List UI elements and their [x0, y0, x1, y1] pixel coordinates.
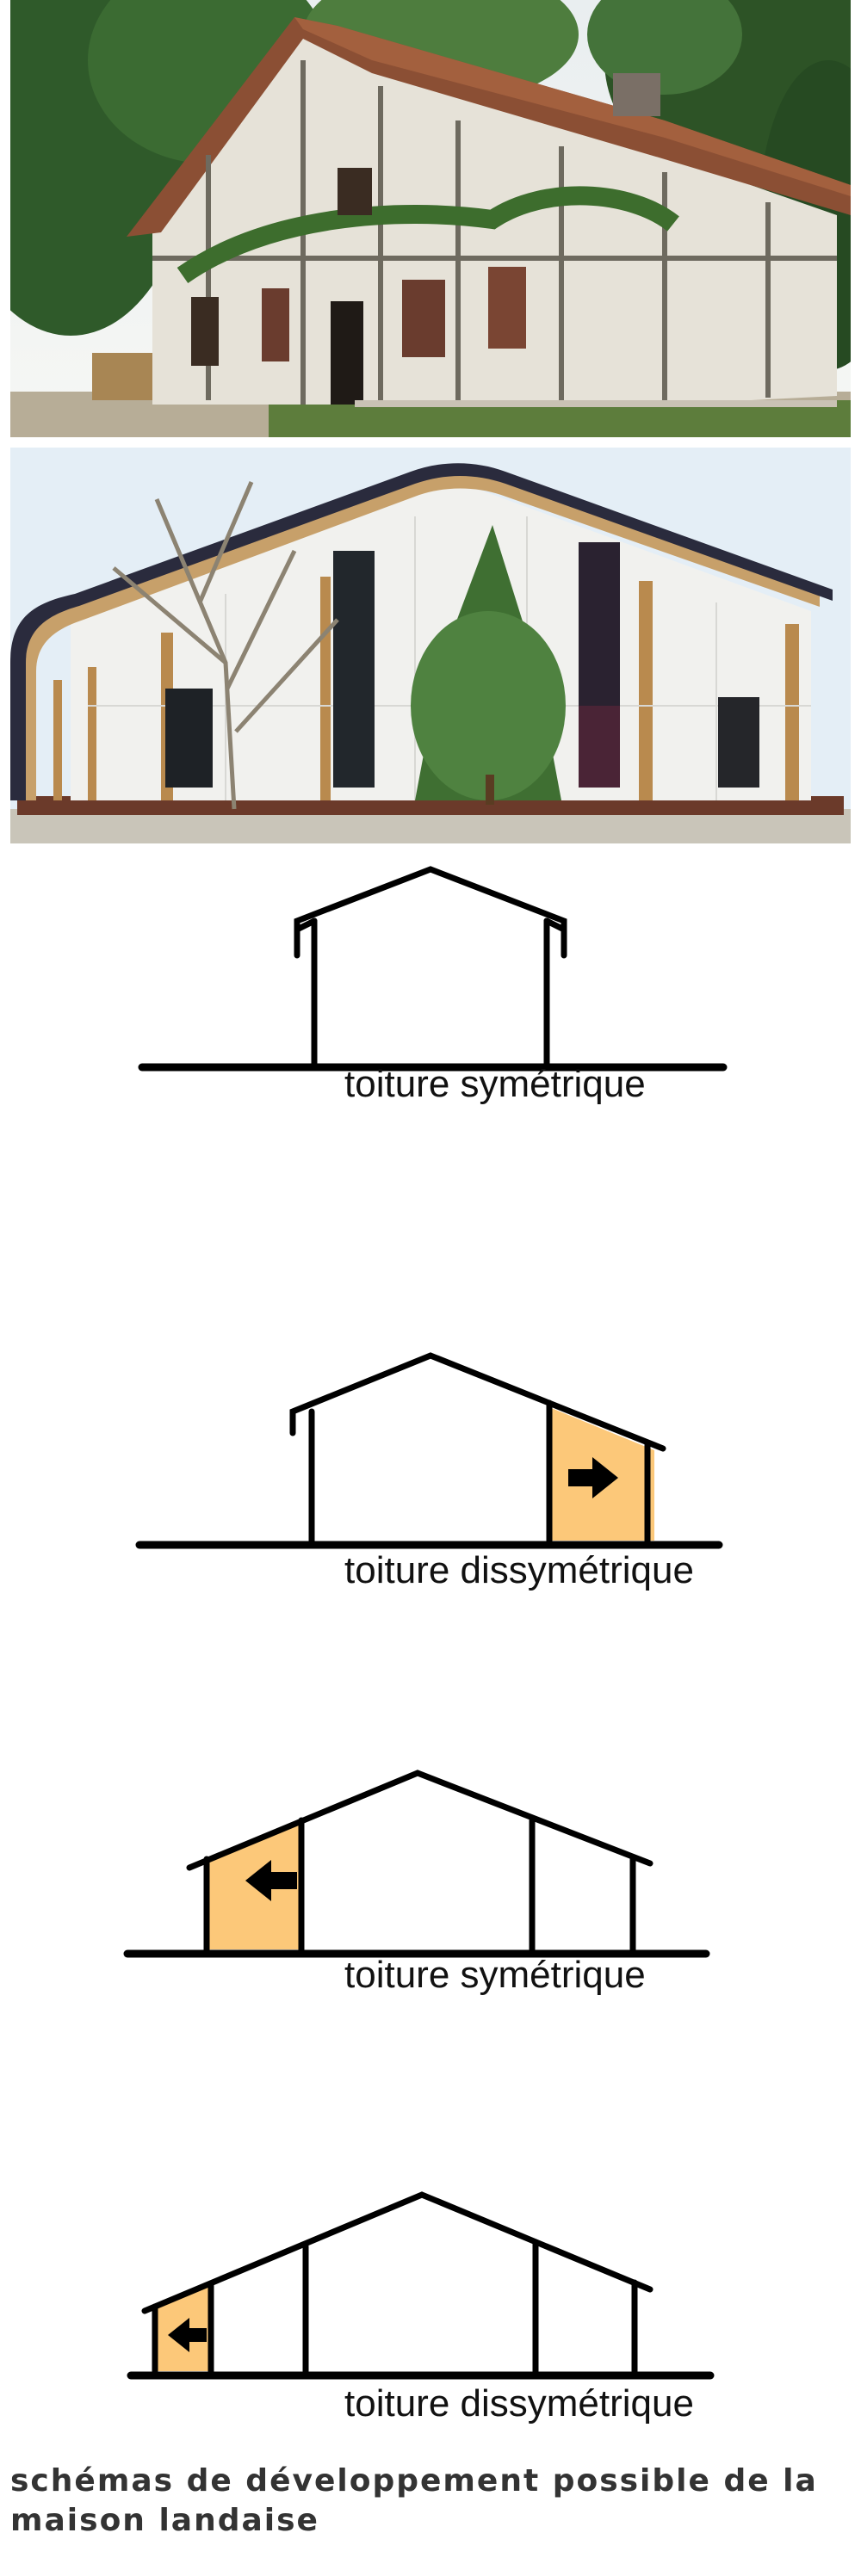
schema-label: toiture dissymétrique — [344, 1549, 694, 1591]
schema-label: toiture symétrique — [344, 1954, 646, 1996]
schema-label: toiture dissymétrique — [344, 2382, 694, 2425]
arrow-left-icon — [168, 2318, 207, 2352]
roof-outline — [294, 866, 567, 959]
modern-landes-house-photo — [10, 448, 851, 843]
schema-label: toiture symétrique — [344, 1063, 646, 1105]
arrow-left-icon — [245, 1860, 297, 1901]
figure-caption: schémas de développement possible de la … — [10, 2463, 818, 2538]
arrow-right-icon — [568, 1457, 618, 1498]
schema-symmetric-roof-basic: toiture symétrique — [0, 866, 861, 1105]
schema-asymmetric-roof-double-extension: toiture dissymétrique — [0, 2178, 861, 2425]
roof-outline — [141, 2191, 653, 2314]
schema-symmetric-roof-left-extension: toiture symétrique — [0, 1756, 861, 1996]
traditional-landes-house-photo — [10, 0, 851, 437]
schema-asymmetric-roof-right-extension: toiture dissymétrique — [0, 1347, 861, 1591]
roof-outline — [186, 1770, 653, 1871]
